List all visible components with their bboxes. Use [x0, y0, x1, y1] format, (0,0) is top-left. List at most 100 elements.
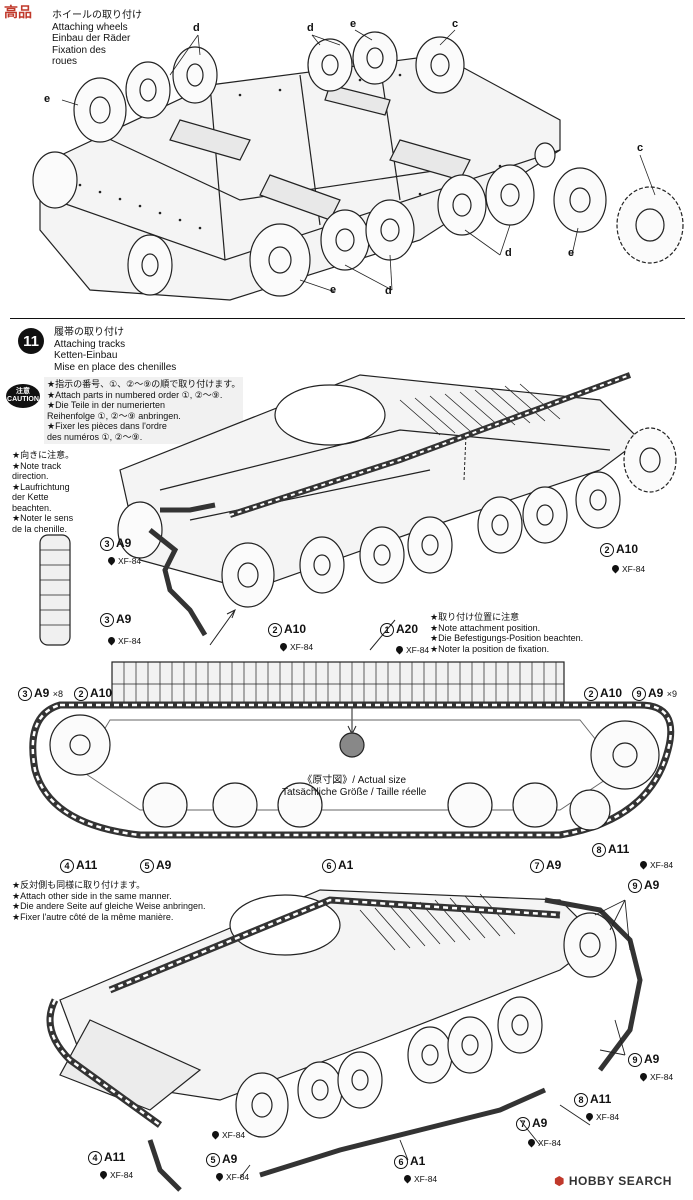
- other-side-line: ★Die andere Seite auf gleiche Weise anbr…: [12, 901, 206, 911]
- part-code: A11: [76, 858, 98, 872]
- part-code: A1: [410, 1154, 426, 1168]
- quantity: ×9: [666, 689, 677, 699]
- caution-line: ★Fixer les pièces dans l'ordre: [47, 421, 167, 431]
- order-number: 6: [394, 1154, 408, 1169]
- direction-line: de la chenille.: [12, 523, 68, 534]
- order-number: 2: [74, 686, 88, 701]
- order-number: 8: [574, 1092, 588, 1107]
- part-letter-c: c: [637, 142, 644, 154]
- order-number: 3: [100, 536, 114, 551]
- actual-size-track-diagram: [29, 661, 675, 839]
- paint-drop-icon: [106, 635, 117, 646]
- part-letter-e: e: [568, 247, 575, 259]
- part-code: A10: [284, 622, 307, 636]
- step-title-fr: Mise en place des chenilles: [54, 361, 177, 373]
- order-number: 9: [632, 686, 646, 701]
- paint-code: XF-84: [402, 1173, 437, 1184]
- direction-line: beachten.: [12, 502, 52, 513]
- other-side-line: ★反対側も同様に取り付けます。: [12, 880, 146, 890]
- paint-code: XF-84: [278, 641, 313, 652]
- paint-drop-icon: [394, 644, 405, 655]
- track-direction-note: ★向きに注意。 ★Note track direction. ★Laufrich…: [12, 450, 74, 534]
- step-number-badge: 11: [18, 328, 44, 354]
- paint-drop-icon: [610, 563, 621, 574]
- paint-drop-icon: [638, 859, 649, 870]
- actual-size-line-2: Tatsächliche Größe / Taille réelle: [282, 786, 427, 798]
- paint-drop-icon: [278, 641, 289, 652]
- part-code: A10: [616, 542, 639, 556]
- part-code: A9: [116, 536, 132, 550]
- part-letter-d: d: [505, 247, 512, 259]
- paint-code: XF-84: [106, 555, 141, 566]
- part-code: A10: [90, 686, 113, 700]
- order-number: 2: [268, 622, 282, 637]
- order-number: 9: [628, 1052, 642, 1067]
- paint-code: XF-84: [584, 1111, 619, 1122]
- paint-drop-icon: [106, 555, 117, 566]
- paint-code: XF-84: [98, 1169, 133, 1180]
- wheels-assembly-drawing: [32, 29, 684, 301]
- step-title-fr-1: Fixation des: [52, 44, 106, 56]
- part-code: A9: [156, 858, 172, 872]
- track-attach-drawing-lower: [46, 889, 643, 1192]
- caution-note: ★指示の番号、①、②〜⑨の順で取り付けます。 ★Attach parts in …: [44, 377, 244, 444]
- direction-line: ★Note track: [12, 460, 62, 471]
- paint-code: XF-84: [526, 1137, 561, 1148]
- step-title-de: Ketten-Einbau: [54, 350, 118, 361]
- part-code: A9: [648, 686, 664, 700]
- paint-drop-icon: [210, 1129, 221, 1140]
- corner-logo: 高品: [4, 4, 32, 20]
- caution-line: ★Die Teile in der numerierten: [47, 400, 165, 410]
- order-number: 6: [322, 858, 336, 873]
- step-10-title-block: ホイールの取り付け Attaching wheels Einbau der Rä…: [52, 10, 142, 68]
- part-code: A9: [532, 1116, 548, 1130]
- caution-line: ★Attach parts in numbered order ①, ②〜⑨.: [47, 389, 223, 400]
- paint-code: XF-84: [610, 563, 645, 574]
- paint-code: XF-84: [638, 1071, 673, 1082]
- part-letter-c: c: [452, 18, 459, 30]
- direction-line: direction.: [12, 471, 49, 481]
- part-letter-e: e: [350, 18, 357, 30]
- paint-code: XF-84: [394, 644, 429, 655]
- track-attach-drawing-upper: [39, 372, 677, 651]
- direction-line: ★Laufrichtung: [12, 481, 70, 492]
- paint-drop-icon: [214, 1171, 225, 1182]
- step-title-de: Einbau der Räder: [52, 33, 131, 44]
- paint-drop-icon: [526, 1137, 537, 1148]
- order-number: 2: [600, 542, 614, 557]
- part-code: A11: [608, 842, 630, 856]
- part-code: A9: [546, 858, 562, 872]
- other-side-line: ★Attach other side in the same manner.: [12, 890, 172, 901]
- paint-drop-icon: [584, 1111, 595, 1122]
- paint-code: XF-84: [214, 1171, 249, 1182]
- part-code: A9: [34, 686, 50, 700]
- paint-code: XF-84: [638, 859, 673, 870]
- order-number: 8: [592, 842, 606, 857]
- panel-divider: [10, 318, 685, 319]
- order-number: 5: [140, 858, 154, 873]
- order-number: 1: [380, 622, 394, 637]
- caution-line: des numéros ①, ②〜⑨.: [47, 431, 143, 442]
- attachment-position-note: ★取り付け位置に注意 ★Note attachment position. ★D…: [430, 612, 583, 654]
- step-title-en: Attaching wheels: [52, 21, 128, 33]
- order-number: 5: [206, 1152, 220, 1167]
- attachment-line: ★Note attachment position.: [430, 622, 541, 633]
- part-letter-d: d: [385, 285, 392, 297]
- part-code: A10: [600, 686, 623, 700]
- order-number: 7: [530, 858, 544, 873]
